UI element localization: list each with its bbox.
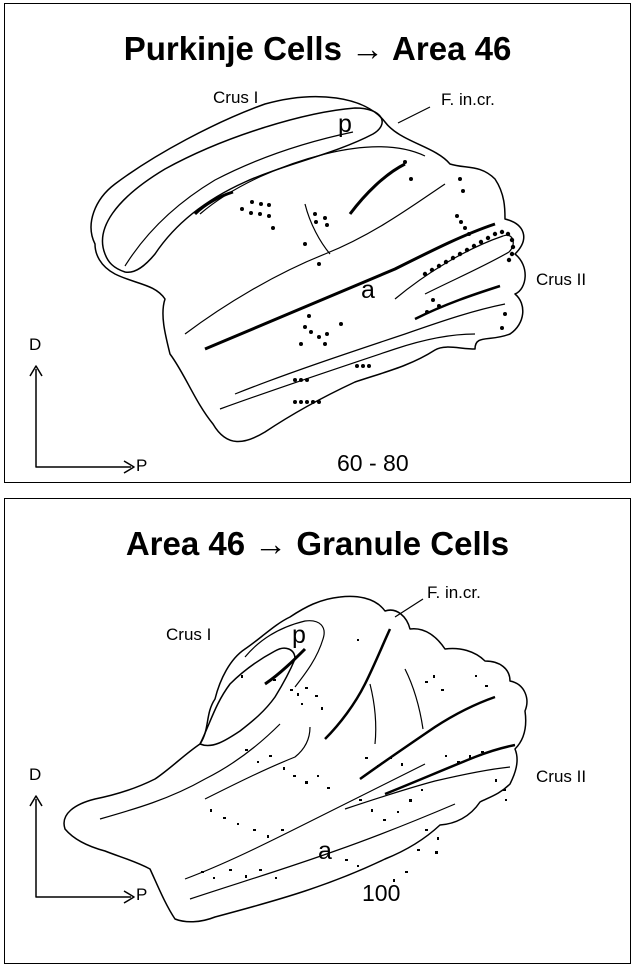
p-label: p bbox=[338, 110, 352, 139]
section-outline bbox=[91, 97, 525, 442]
crus1-label: Crus I bbox=[166, 625, 211, 645]
bottom-panel: Area 46 → Granule Cells bbox=[4, 498, 631, 964]
fincr-label: F. in.cr. bbox=[441, 90, 495, 110]
dorsal-axis-label: D bbox=[29, 335, 41, 355]
granule-cell-speckles bbox=[201, 639, 507, 882]
posterior-axis-label: P bbox=[136, 885, 147, 905]
cerebellum-section-diagram bbox=[5, 499, 632, 965]
top-panel: Purkinje Cells → Area 46 bbox=[4, 3, 631, 483]
crus1-label: Crus I bbox=[213, 88, 258, 108]
p-label: p bbox=[292, 621, 306, 650]
a-label: a bbox=[361, 276, 375, 305]
dorsal-axis-label: D bbox=[29, 765, 41, 785]
fincr-label: F. in.cr. bbox=[427, 583, 481, 603]
section-number: 60 - 80 bbox=[337, 450, 409, 477]
crus1-lobule bbox=[200, 648, 295, 745]
posterior-axis-label: P bbox=[136, 456, 147, 476]
crus2-label: Crus II bbox=[536, 767, 586, 787]
crus2-label: Crus II bbox=[536, 270, 586, 290]
a-label: a bbox=[318, 837, 332, 866]
cerebellum-section-diagram bbox=[5, 4, 632, 484]
section-number: 100 bbox=[362, 880, 400, 907]
